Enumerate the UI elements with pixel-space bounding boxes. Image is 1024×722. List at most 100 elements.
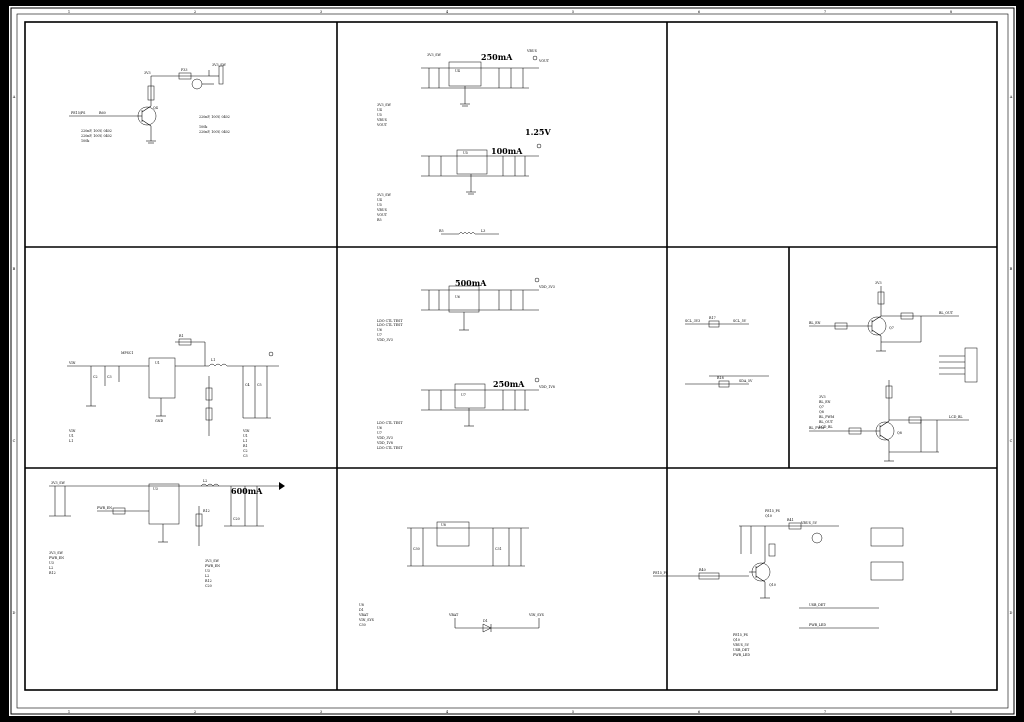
p2-current-100: 100mA [491, 146, 523, 156]
p9-c31-label: C31 [495, 547, 502, 551]
border-number-bottom: 4 [446, 710, 449, 714]
border-letter-left: C [13, 439, 16, 443]
p8-notes-line: U3 [205, 569, 210, 573]
p1-r60-label: R60 [99, 111, 106, 115]
p10-notes-line: USB_DET [733, 648, 750, 652]
panel-dual-transistor: 3V3 BL_EN Q7 Q8 BL_PWM BL_OUT LCD_BL 3V3… [809, 281, 978, 462]
p7-notes-line: Q8 [819, 410, 824, 414]
p5-notes-line: VDD_3V3 [376, 436, 393, 440]
p9-vbat-label: VBAT [448, 613, 459, 617]
p8-notes-line: 3V3_SW [49, 551, 63, 555]
p9-notes-line: VIN_SYS [358, 618, 375, 622]
p7-notes-line: BL_PWM [819, 415, 835, 419]
panel-ldo-b: 500mA 250mA LDO CTL TEST U6 U7 VDD_3V3 V… [376, 277, 555, 450]
p9-notes-line: U8 [359, 603, 364, 607]
p9-d1-label: D1 [483, 619, 488, 623]
p4-notes-line: U1 [243, 434, 248, 438]
p2-voltage-125: 1.25V [525, 127, 551, 137]
p6-sda5-label: SDA_5V [739, 379, 753, 383]
p1-f33-label: F33 [181, 68, 187, 72]
p5-notes-line: U7 [377, 431, 382, 435]
p2-in-label: 3V3_SW [427, 53, 441, 57]
border-number-bottom: 6 [698, 710, 701, 714]
p7-q7-label: Q7 [889, 326, 894, 330]
border-number-top: 5 [572, 10, 575, 14]
p7-3v3-label: 3V3 [875, 281, 882, 285]
border-number-bottom: 8 [950, 710, 953, 714]
p8-notes-line: L2 [205, 574, 209, 578]
panel-level-shift: SCL_3V3 SCL_5V R17 R18 SDA_5V [685, 316, 769, 388]
p5-current-500: 500mA [455, 278, 487, 288]
sheet-inner-frame [16, 13, 1009, 709]
p7-notes-line: BL_EN [819, 400, 831, 404]
p4-notes-line: VIN [68, 429, 76, 433]
p2-u5-label: U5 [463, 151, 468, 155]
p2-u4-label: U4 [455, 69, 460, 73]
p4-c5-label: C5 [257, 383, 262, 387]
p1-note-5: 100k [199, 125, 208, 129]
p8-pwren-label: PWR_EN [97, 506, 112, 510]
border-letter-right: C [1010, 439, 1013, 443]
p2-vout-label: VOUT [538, 59, 550, 63]
panel-regulator-diode: U8 D1 VBAT VIN_SYS C30 C31 U8D1VBATVIN_S… [358, 521, 545, 633]
p8-u3-label: U3 [153, 487, 158, 491]
panel-grid-outline [24, 21, 998, 691]
p5-notes-line: U6 [377, 328, 382, 332]
p1-3v3-label: 3V3 [144, 71, 151, 75]
p4-notes-line: L1 [69, 439, 73, 443]
border-number-top: 1 [68, 10, 70, 14]
p5-u6-label: U6 [455, 295, 460, 299]
p8-notes-line: R12 [205, 579, 212, 583]
p5-notes-line: U6 [377, 426, 382, 430]
p7-notes-line: LCD_BL [819, 425, 833, 429]
p7-blout-label: BL_OUT [939, 311, 954, 315]
p1-3v3sw-label: 3V3_SW [212, 63, 226, 67]
p1-note-4: 220nF, 100V, 0402 [199, 115, 230, 119]
p2-notes-line: VOUT [376, 123, 388, 127]
p10-pwrled-label: PWR_LED [809, 623, 826, 627]
border-number-top: 2 [194, 10, 196, 14]
panel-power-switch: 600mA 3V3_SW PWR_EN U3 L2 R12 C20 3V3_SW… [49, 479, 285, 588]
p7-blpwm-label: BL_PWM [809, 426, 825, 430]
p4-notes-line: C3 [243, 454, 248, 458]
border-number-bottom: 1 [68, 710, 70, 714]
p8-l2-label: L2 [203, 479, 207, 483]
p1-note-2: 220nF, 100V, 0402 [81, 134, 112, 138]
p8-notes-line: PWR_EN [205, 564, 220, 568]
border-letter-left: A [12, 95, 16, 99]
border-number-bottom: 5 [572, 710, 575, 714]
p7-notes-line: BL_OUT [819, 420, 834, 424]
p6-r17-label: R17 [709, 316, 716, 320]
p1-note-6: 220nF, 100V, 0402 [199, 130, 230, 134]
p4-gnd-label: GND [155, 419, 164, 423]
border-letter-right: D [1010, 611, 1013, 615]
border-number-bottom: 2 [194, 710, 196, 714]
p2-notes-line: VBUS [376, 118, 388, 122]
p4-notes-line: R1 [243, 444, 248, 448]
p4-c3-label: C3 [107, 375, 112, 379]
p10-notes-line: Q10 [765, 514, 772, 518]
p2-l3-label: L3 [481, 229, 485, 233]
p5-ctl-label: LDO CTL TEST [377, 319, 403, 323]
p4-notes-line: VIN [242, 429, 250, 433]
p7-notes-line: 3V3 [819, 395, 826, 399]
p5-notes-line: VDD_1V8 [376, 441, 393, 445]
p5-notes-line: LDO CTL TEST [377, 421, 403, 425]
p5-u7-label: U7 [461, 393, 466, 397]
panel-ldo-a: 250mA 100mA 1.25V U4 3V3_SW VBUS VOUT U5… [376, 49, 551, 235]
p7-lcdbl-label: LCD_BL [949, 415, 963, 419]
p2-notes-line: 3V3_SW [377, 193, 391, 197]
p4-r1-label: R1 [179, 334, 184, 338]
p1-net-label: PE15/PS [71, 111, 86, 115]
p2-current-250: 250mA [481, 52, 513, 62]
p2-r5-label: R5 [439, 229, 444, 233]
p10-notes-line: Q10 [733, 638, 740, 642]
border-letter-left: B [13, 267, 16, 271]
p2-notes-line: U5 [377, 113, 382, 117]
p8-notes-line: U3 [49, 561, 54, 565]
